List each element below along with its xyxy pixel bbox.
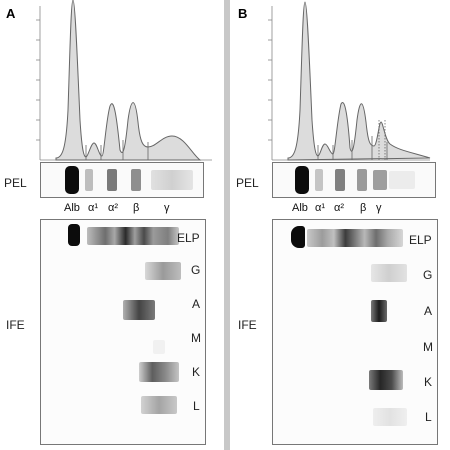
panel-divider: [224, 0, 230, 450]
row-label-m: M: [423, 340, 433, 354]
alpha1-band: [315, 169, 323, 191]
row-label-a: A: [192, 297, 201, 311]
l-band: [141, 396, 177, 414]
row-label-l: L: [193, 399, 200, 413]
m-band: [153, 340, 165, 354]
fraction-label-alb: Alb: [64, 202, 80, 214]
panel-a: A PEL Alb α¹ α² β γ IFE: [0, 0, 222, 450]
row-label-elp: ELP: [177, 231, 200, 245]
alpha1-band: [85, 169, 93, 191]
row-label-k: K: [192, 365, 201, 379]
fraction-labels: Alb α¹ α² β γ: [40, 202, 210, 216]
fraction-label-beta: β: [360, 202, 367, 214]
elp-alb-band: [68, 224, 80, 246]
alpha2-band: [107, 169, 117, 191]
ife-label: IFE: [6, 318, 25, 332]
pel-strip: [40, 162, 204, 198]
alb-band: [65, 166, 79, 194]
row-label-a: A: [424, 304, 433, 318]
elp-band: [307, 229, 403, 247]
pel-label: PEL: [236, 176, 259, 190]
fraction-label-gamma: γ: [164, 202, 170, 214]
fraction-label-alpha1: α¹: [315, 202, 326, 214]
ife-grid: ELP G A M K L: [272, 219, 438, 445]
elp-band: [87, 227, 179, 245]
panel-letter: A: [6, 6, 16, 21]
trace-curve: [55, 0, 202, 161]
gamma-faint-band: [389, 171, 415, 189]
densitometry-trace: [268, 1, 431, 161]
elp-alb-band: [291, 226, 305, 248]
pel-label: PEL: [4, 176, 27, 190]
gamma-band: [151, 170, 193, 190]
panel-b: B PEL Alb α¹: [232, 0, 450, 450]
fraction-label-alpha1: α¹: [88, 202, 99, 214]
row-label-g: G: [191, 263, 201, 277]
row-label-g: G: [423, 268, 433, 282]
ife-grid: ELP G A M K L: [40, 219, 206, 445]
trace-curve: [287, 1, 431, 161]
beta-band: [357, 169, 367, 191]
a-band: [371, 300, 387, 322]
l-band: [373, 408, 407, 426]
alpha2-band: [335, 169, 345, 191]
panel-letter: B: [238, 6, 248, 21]
alb-band: [295, 166, 309, 194]
beta-band: [131, 169, 141, 191]
k-band: [369, 370, 403, 390]
fraction-labels: Alb α¹ α² β γ: [272, 202, 442, 216]
fraction-label-alb: Alb: [292, 202, 308, 214]
densitometry-trace: [36, 0, 212, 161]
ife-label: IFE: [238, 318, 257, 332]
row-label-m: M: [191, 331, 201, 345]
fraction-label-alpha2: α²: [334, 202, 345, 214]
g-band: [145, 262, 181, 280]
g-band: [371, 264, 407, 282]
a-band: [123, 300, 155, 320]
gamma-band: [373, 170, 387, 190]
k-band: [139, 362, 179, 382]
row-label-l: L: [425, 410, 432, 424]
row-label-k: K: [424, 375, 433, 389]
fraction-label-alpha2: α²: [108, 202, 119, 214]
fraction-label-gamma: γ: [376, 202, 382, 214]
row-label-elp: ELP: [409, 233, 432, 247]
fraction-label-beta: β: [133, 202, 140, 214]
pel-strip: [272, 162, 436, 198]
